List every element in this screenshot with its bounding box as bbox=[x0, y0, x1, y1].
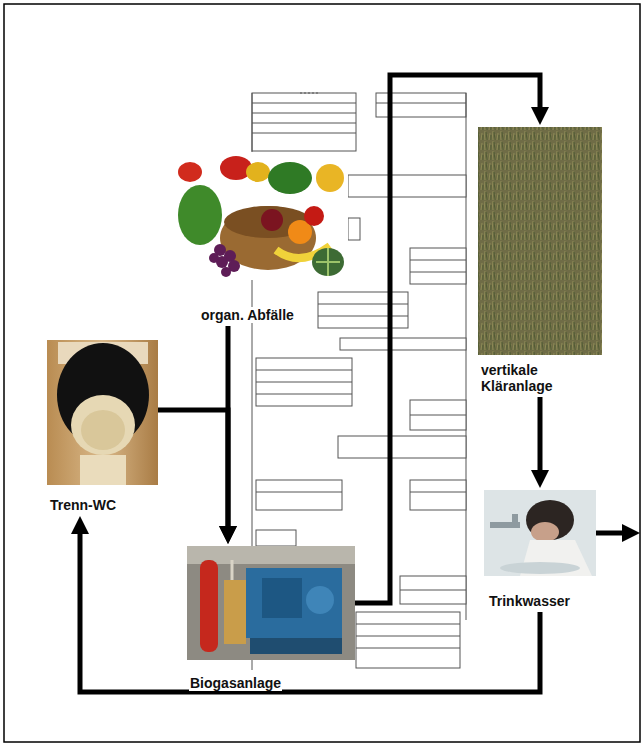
flow-arrow bbox=[531, 397, 549, 488]
node-label: vertikale Kläranlage bbox=[480, 362, 592, 394]
flow-arrow bbox=[71, 516, 540, 692]
node-label: organ. Abfälle bbox=[200, 307, 295, 323]
water-node: Trinkwasser bbox=[484, 490, 596, 610]
toilet-node: Trenn-WC bbox=[47, 340, 158, 514]
arrow-head bbox=[71, 516, 89, 534]
toilet-picture bbox=[47, 340, 158, 485]
flow-arrow bbox=[158, 410, 237, 544]
vegetables-picture bbox=[178, 152, 348, 280]
outflow-arrow bbox=[596, 524, 640, 542]
floor-plan bbox=[252, 93, 466, 670]
node-label: Trenn-WC bbox=[49, 497, 117, 513]
arrow-head bbox=[531, 470, 549, 488]
treatment-node: vertikale Kläranlage bbox=[478, 127, 602, 395]
biogas-machine-picture bbox=[187, 546, 355, 660]
frame bbox=[4, 4, 640, 742]
flow-arrow bbox=[355, 75, 549, 603]
reed-bed-picture bbox=[478, 127, 602, 355]
flow-line bbox=[158, 410, 228, 530]
node-label: Biogasanlage bbox=[189, 675, 282, 691]
drinking-person-picture bbox=[484, 490, 596, 576]
flow-line bbox=[355, 75, 540, 603]
arrow-head bbox=[219, 526, 237, 544]
arrow-head bbox=[219, 526, 237, 544]
waste-node: organ. Abfälle bbox=[178, 152, 348, 324]
flow-line bbox=[538, 397, 543, 474]
node-label: Trinkwasser bbox=[488, 593, 571, 609]
flow-line bbox=[80, 530, 540, 692]
arrow-head bbox=[531, 107, 549, 125]
biogas-node: Biogasanlage bbox=[187, 546, 355, 692]
